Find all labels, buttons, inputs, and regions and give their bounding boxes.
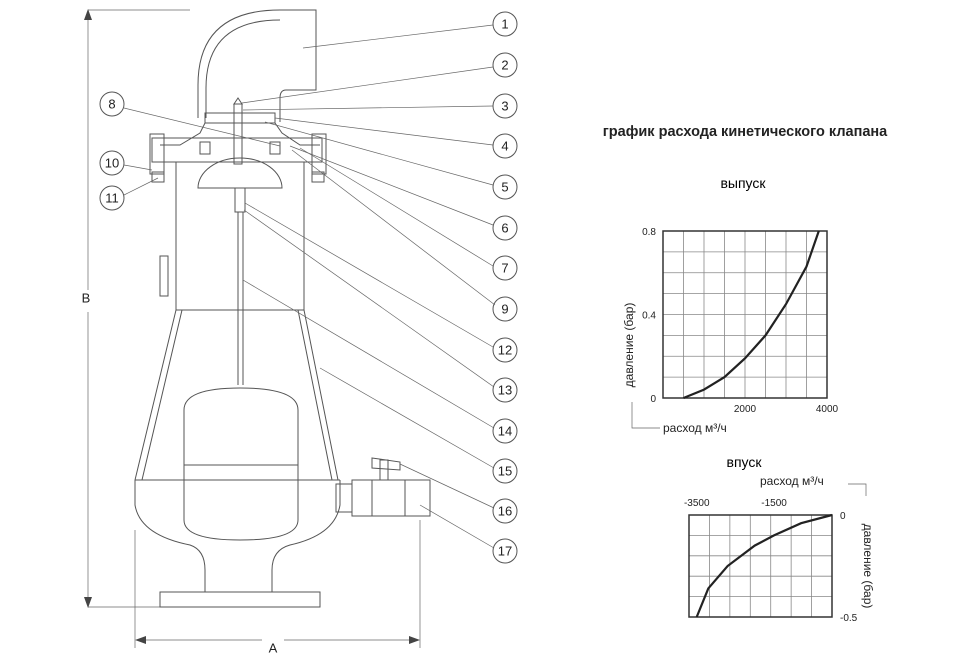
outlet-xlabel: расход м³/ч <box>663 421 727 435</box>
outlet-y-tick: 0 <box>650 394 656 405</box>
svg-text:13: 13 <box>498 383 512 398</box>
callout-4: 4 <box>492 133 518 159</box>
sight-glass <box>159 255 169 297</box>
base-flange <box>159 591 321 608</box>
callout-17: 17 <box>492 538 518 564</box>
inlet-flow-curve <box>695 513 833 618</box>
bottom-bowl <box>134 479 341 592</box>
chart-outlet: 2000 4000 0 0.4 0.8 давление (бар) расход м³… <box>622 175 839 435</box>
dimension-a: A <box>134 520 421 656</box>
charts-title: график расхода кинетического клапана <box>602 124 888 140</box>
dimension-b-label: B <box>82 291 91 306</box>
conical-body <box>134 309 339 481</box>
chart-inlet: -3500 -1500 0 -0.5 давление (бар) расход м³… <box>684 454 875 624</box>
callout-5: 5 <box>492 174 518 200</box>
svg-text:1: 1 <box>501 17 508 32</box>
leader-lines <box>123 24 496 549</box>
svg-text:8: 8 <box>108 97 115 112</box>
outlet-y-tick: 0.8 <box>642 227 656 238</box>
inlet-title: впуск <box>727 454 763 470</box>
upper-column <box>175 161 305 311</box>
drain-ball-valve <box>335 457 431 517</box>
inlet-xlabel: расход м³/ч <box>760 474 824 488</box>
callouts: 1 2 3 4 5 6 7 8 9 10 11 12 13 14 15 16 1… <box>99 11 518 564</box>
svg-text:4: 4 <box>501 139 508 154</box>
outlet-x-tick: 2000 <box>734 404 757 415</box>
svg-text:17: 17 <box>498 544 512 559</box>
dimension-a-label: A <box>269 641 278 656</box>
outlet-ylabel: давление (бар) <box>622 303 636 388</box>
callout-1: 1 <box>492 11 518 37</box>
svg-text:16: 16 <box>498 504 512 519</box>
callout-16: 16 <box>492 498 518 524</box>
inlet-y-tick: 0 <box>840 511 846 522</box>
svg-text:2: 2 <box>501 58 508 73</box>
svg-text:7: 7 <box>501 261 508 276</box>
callout-8: 8 <box>99 91 125 117</box>
callout-15: 15 <box>492 458 518 484</box>
outlet-title: выпуск <box>720 175 766 191</box>
inlet-ylabel: давление (бар) <box>861 524 875 609</box>
outlet-y-tick: 0.4 <box>642 311 656 322</box>
callout-7: 7 <box>492 255 518 281</box>
svg-text:3: 3 <box>501 99 508 114</box>
callout-2: 2 <box>492 52 518 78</box>
svg-text:9: 9 <box>501 302 508 317</box>
callout-14: 14 <box>492 418 518 444</box>
rod-coupling <box>234 187 246 213</box>
callout-6: 6 <box>492 215 518 241</box>
svg-text:10: 10 <box>105 156 119 171</box>
inlet-x-tick: -1500 <box>761 498 787 509</box>
callout-12: 12 <box>492 337 518 363</box>
callout-11: 11 <box>99 185 125 211</box>
outlet-elbow <box>197 9 317 122</box>
outlet-x-tick: 4000 <box>816 404 839 415</box>
float-dome <box>197 157 283 189</box>
svg-text:5: 5 <box>501 180 508 195</box>
inlet-y-tick: -0.5 <box>840 613 858 624</box>
svg-text:15: 15 <box>498 464 512 479</box>
svg-text:14: 14 <box>498 424 512 439</box>
svg-text:12: 12 <box>498 343 512 358</box>
callout-9: 9 <box>492 296 518 322</box>
svg-text:6: 6 <box>501 221 508 236</box>
svg-text:11: 11 <box>105 191 119 206</box>
inlet-x-tick: -3500 <box>684 498 710 509</box>
callout-13: 13 <box>492 377 518 403</box>
outlet-flow-curve <box>683 230 820 400</box>
dimension-b: B <box>82 9 190 608</box>
callout-3: 3 <box>492 93 518 119</box>
float-ball <box>183 387 299 541</box>
callout-10: 10 <box>99 150 125 176</box>
